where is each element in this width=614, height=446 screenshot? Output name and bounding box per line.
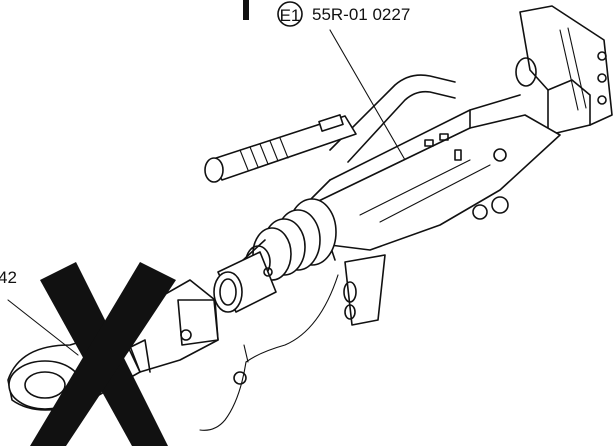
e-mark-text: E1 bbox=[280, 6, 301, 25]
approval-number: 55R-01 0227 bbox=[312, 5, 410, 24]
draw-tube bbox=[213, 251, 277, 313]
breakaway-cable bbox=[199, 274, 339, 431]
title-bar-fragment bbox=[243, 0, 249, 20]
approval-leader-line bbox=[329, 29, 413, 173]
part-callout: 42 bbox=[0, 268, 79, 356]
cross-out-mark bbox=[30, 262, 176, 446]
part-leader-line bbox=[7, 299, 79, 356]
approval-mark: E1 55R-01 0227 bbox=[243, 0, 413, 173]
handbrake-lever bbox=[204, 74, 456, 183]
e-mark-circle bbox=[277, 1, 303, 27]
part-number-label: 42 bbox=[0, 268, 17, 287]
mounting-bracket bbox=[515, 5, 613, 136]
